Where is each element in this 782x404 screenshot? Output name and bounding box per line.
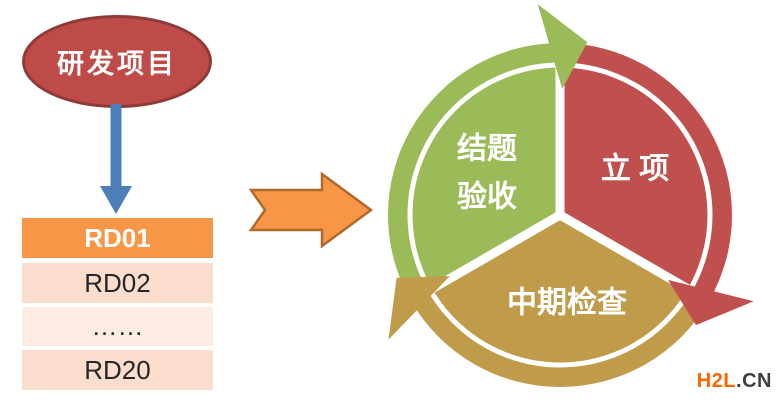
rd-project-label: 研发项目 [57, 49, 177, 79]
rd-project-ellipse: 研发项目 [22, 15, 212, 108]
row-label: …… [91, 311, 144, 341]
closing-arrowhead-icon [537, 4, 588, 90]
segment-midterm-label: 中期检查 [507, 286, 627, 320]
segment-initiation-label: 立 项 [601, 152, 669, 186]
segment-closing-label-line2: 验收 [457, 180, 517, 214]
table-row-rd02: RD02 [22, 263, 213, 303]
row-label: RD01 [84, 222, 151, 253]
right-arrow-icon [248, 171, 374, 249]
site-watermark: H2L.CN [697, 370, 772, 393]
table-row-rd01: RD01 [22, 218, 213, 258]
row-label: RD02 [84, 267, 151, 298]
down-arrow-icon [100, 104, 132, 214]
watermark-brand: H2L [696, 370, 737, 392]
initiation-arrowhead-icon [668, 279, 754, 326]
table-row-ellipsis: …… [22, 307, 213, 346]
segment-closing-label-line1: 结题 [457, 133, 517, 166]
row-label: RD20 [84, 354, 151, 385]
table-row-rd20: RD20 [22, 350, 213, 390]
cycle-diagram: 结题 验收 立 项 中期检查 [387, 4, 754, 388]
watermark-tld: .CN [736, 370, 772, 392]
